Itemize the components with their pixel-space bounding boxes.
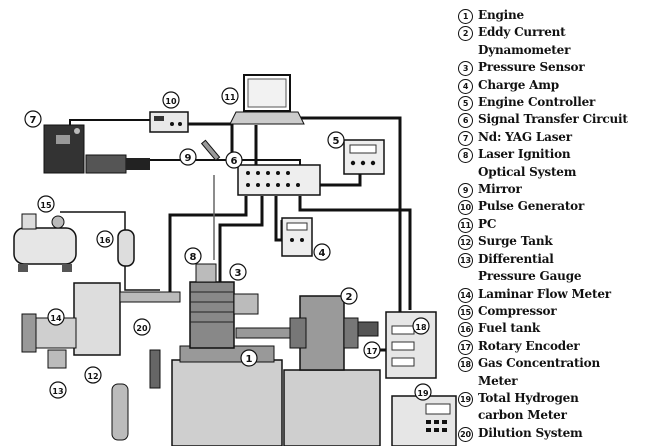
legend-item: 17 Rotary Encoder: [458, 338, 648, 355]
legend-label: Dilution System: [478, 425, 583, 442]
legend-label: Laser Ignition Optical System: [478, 146, 576, 181]
legend-label: Compressor: [478, 303, 556, 320]
mirror: [202, 140, 220, 160]
legend-label: PC: [478, 216, 496, 233]
engine: [172, 264, 300, 446]
marker-15: 15: [40, 201, 52, 210]
marker-6: 6: [231, 156, 238, 167]
marker-19: 19: [417, 389, 429, 398]
legend-label: Surge Tank: [478, 233, 553, 250]
legend-number: 9: [458, 183, 473, 198]
dilution-system: [112, 350, 160, 440]
legend-number: 4: [458, 79, 473, 94]
legend-label: Differential Pressure Gauge: [478, 251, 581, 286]
marker-1: 1: [246, 354, 253, 365]
marker-20: 20: [136, 324, 148, 333]
legend-number: 11: [458, 218, 473, 233]
legend-item: 15 Compressor: [458, 303, 648, 320]
legend-item: 2 Eddy Current Dynamometer: [458, 24, 648, 59]
nd-yag-laser: [44, 125, 150, 173]
pc-laptop: [230, 75, 304, 124]
legend-item: 19 Total Hydrogen carbon Meter: [458, 390, 648, 425]
legend-number: 5: [458, 96, 473, 111]
legend-number: 14: [458, 288, 473, 303]
signal-transfer-circuit: [238, 165, 320, 195]
legend-label: Signal Transfer Circuit: [478, 111, 628, 128]
marker-11: 11: [224, 93, 236, 102]
legend-item: 16 Fuel tank: [458, 320, 648, 337]
legend-label: Engine: [478, 7, 524, 24]
fuel-tank: [118, 230, 134, 266]
legend-label: Engine Controller: [478, 94, 595, 111]
legend-label: Total Hydrogen carbon Meter: [478, 390, 579, 425]
legend-number: 17: [458, 340, 473, 355]
legend-item: 13 Differential Pressure Gauge: [458, 251, 648, 286]
legend-label: Gas Concentration Meter: [478, 355, 600, 390]
marker-4: 4: [319, 248, 326, 259]
legend-label: Laminar Flow Meter: [478, 286, 611, 303]
legend-item: 4 Charge Amp: [458, 77, 648, 94]
marker-17: 17: [366, 347, 377, 356]
legend-number: 2: [458, 26, 473, 41]
legend-number: 8: [458, 148, 473, 163]
marker-14: 14: [50, 314, 62, 323]
legend-number: 19: [458, 392, 473, 407]
legend-item: 5 Engine Controller: [458, 94, 648, 111]
marker-16: 16: [99, 236, 111, 245]
marker-8: 8: [190, 252, 197, 263]
legend-number: 16: [458, 322, 473, 337]
legend-item: 7 Nd: YAG Laser: [458, 129, 648, 146]
legend-item: 8 Laser Ignition Optical System: [458, 146, 648, 181]
legend-label: Pressure Sensor: [478, 59, 584, 76]
legend-item: 14 Laminar Flow Meter: [458, 286, 648, 303]
marker-18: 18: [415, 323, 427, 332]
marker-3: 3: [235, 268, 242, 279]
legend-number: 3: [458, 61, 473, 76]
legend-item: 9 Mirror: [458, 181, 648, 198]
engine-controller: [344, 140, 384, 174]
legend-label: Eddy Current Dynamometer: [478, 24, 570, 59]
legend-number: 10: [458, 200, 473, 215]
total-hydrocarbon-meter: [392, 396, 456, 446]
legend-item: 12 Surge Tank: [458, 233, 648, 250]
legend-label: Mirror: [478, 181, 522, 198]
legend-label: Fuel tank: [478, 320, 540, 337]
legend-item: 20 Dilution System: [458, 425, 648, 442]
eddy-current-dynamometer: [284, 296, 380, 446]
legend-item: 6 Signal Transfer Circuit: [458, 111, 648, 128]
legend-item: 3 Pressure Sensor: [458, 59, 648, 76]
legend-number: 6: [458, 113, 473, 128]
legend-number: 13: [458, 253, 473, 268]
legend-item: 11 PC: [458, 216, 648, 233]
marker-2: 2: [346, 292, 353, 303]
legend-number: 7: [458, 131, 473, 146]
legend-item: 1 Engine: [458, 7, 648, 24]
marker-5: 5: [333, 136, 340, 147]
legend-label: Charge Amp: [478, 77, 559, 94]
legend-number: 15: [458, 305, 473, 320]
compressor: [14, 214, 76, 272]
legend-label: Nd: YAG Laser: [478, 129, 572, 146]
marker-7: 7: [30, 115, 37, 126]
marker-12: 12: [87, 372, 98, 381]
pulse-generator: [150, 112, 188, 132]
marker-9: 9: [185, 153, 192, 164]
legend-item: 10 Pulse Generator: [458, 198, 648, 215]
legend-label: Pulse Generator: [478, 198, 584, 215]
legend-number: 18: [458, 357, 473, 372]
legend-label: Rotary Encoder: [478, 338, 580, 355]
charge-amp: [282, 218, 312, 256]
rotary-encoder: [358, 322, 378, 336]
marker-10: 10: [165, 97, 177, 106]
marker-13: 13: [52, 387, 63, 396]
legend-number: 20: [458, 427, 473, 442]
legend-number: 12: [458, 235, 473, 250]
legend-number: 1: [458, 9, 473, 24]
legend-item: 18 Gas Concentration Meter: [458, 355, 648, 390]
component-legend: 1 Engine 2 Eddy Current Dynamometer 3 Press…: [458, 7, 648, 442]
